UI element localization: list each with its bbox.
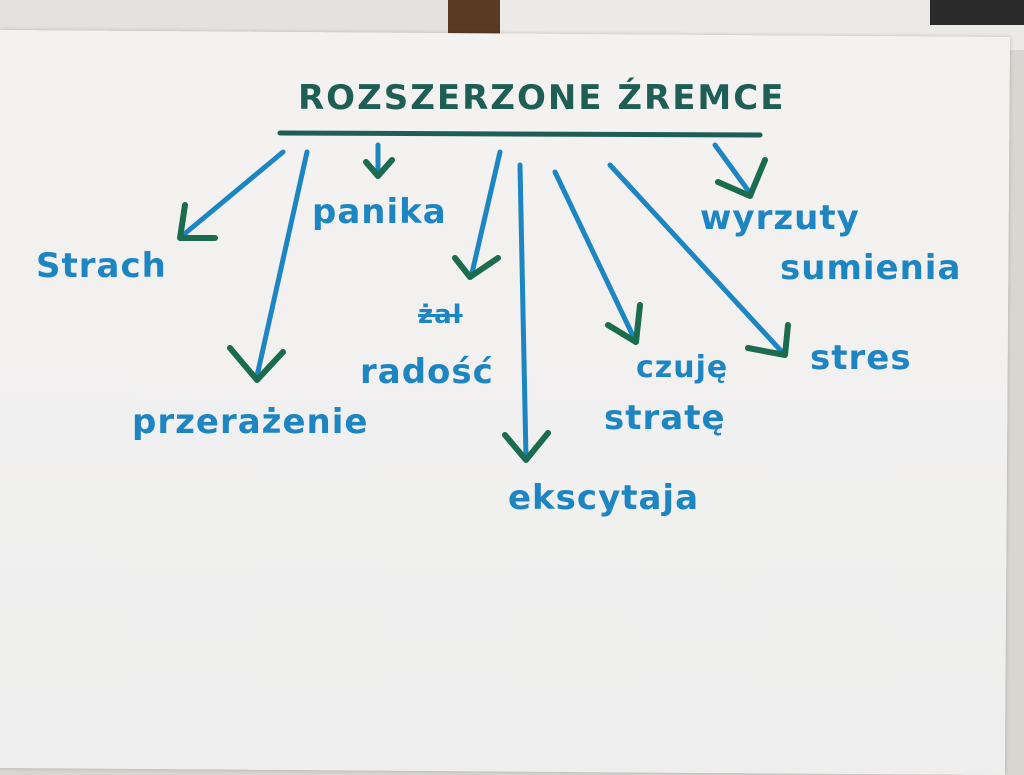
node-stres: stres (810, 338, 912, 378)
arrow-strate (552, 169, 637, 341)
arrowhead-strach (177, 202, 218, 241)
arrowhead-panika (363, 157, 395, 179)
node-strate: stratę (604, 398, 726, 438)
arrowhead-przerazenie (227, 345, 286, 383)
arrowhead-stres (745, 322, 791, 358)
title-underline (277, 130, 763, 138)
arrowhead-strate (605, 302, 643, 345)
background-object (930, 0, 1024, 25)
arrow-przerazenie (254, 149, 310, 379)
node-panika: panika (312, 192, 447, 232)
arrow-stres (607, 162, 786, 356)
node-sumienia: sumienia (780, 248, 962, 288)
node-ekscytacja: ekscytaja (508, 478, 700, 518)
node-przerazenie: przerażenie (132, 402, 369, 442)
node-radosci: radość (360, 352, 494, 392)
node-strach: Strach (36, 246, 167, 286)
arrow-ekscytacja (517, 162, 529, 461)
arrow-radosci (469, 149, 503, 276)
node-czuje: czuję (636, 350, 729, 385)
arrowhead-radosci (452, 255, 501, 280)
arrowhead-wyrzuty (715, 157, 768, 199)
node-zal-crossed-out: żal (418, 300, 463, 330)
arrowhead-ekscytacja (502, 430, 551, 463)
diagram-title: ROZSZERZONE ŹREMCE (298, 78, 786, 118)
arrow-strach (179, 149, 286, 239)
node-wyrzuty: wyrzuty (700, 198, 860, 238)
arrow-wyrzuty (712, 142, 753, 196)
